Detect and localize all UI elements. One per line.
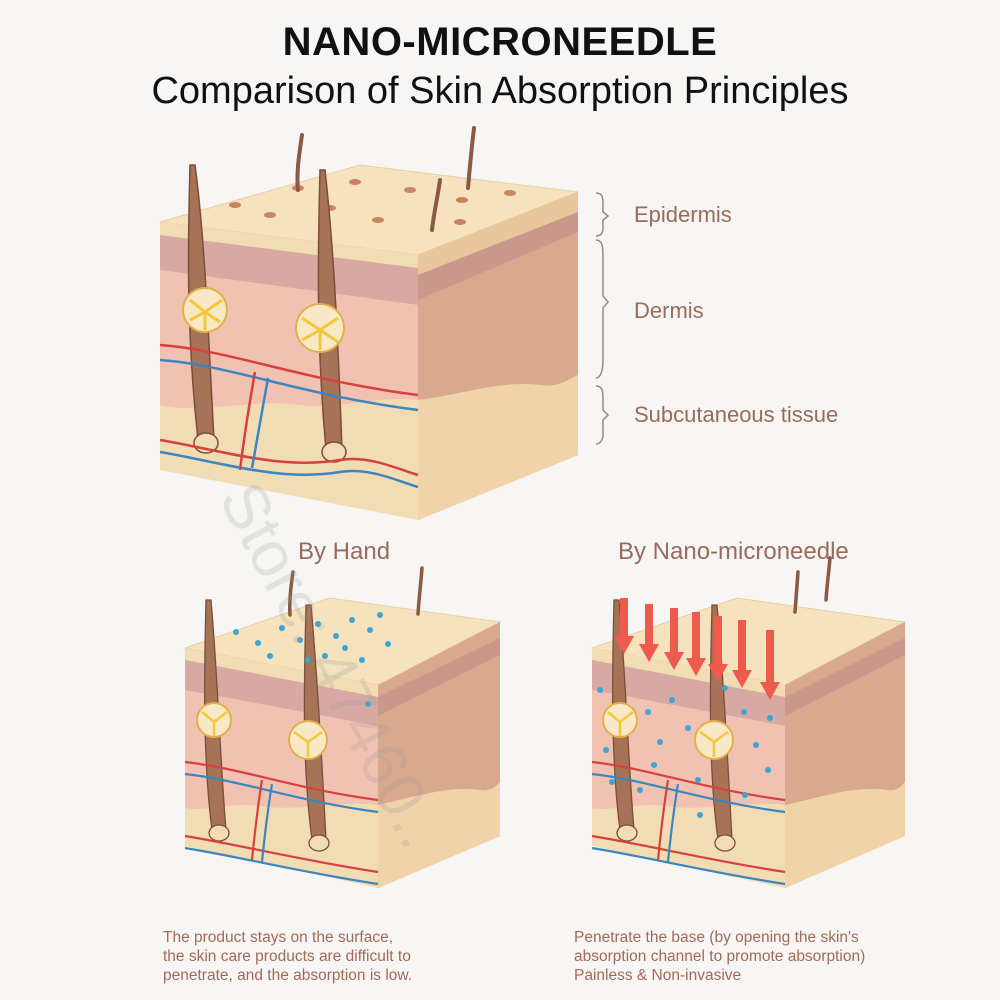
skin-block-by-needle: [590, 556, 907, 888]
caption-by-needle-line-1: Penetrate the base (by opening the skin'…: [574, 929, 859, 946]
caption-by-needle-line-2: absorption channel to promote absorption…: [574, 948, 866, 965]
label-dermis: Dermis: [634, 298, 704, 323]
caption-by-hand-line-1: The product stays on the surface,: [163, 929, 394, 946]
label-by-hand: By Hand: [298, 538, 391, 565]
page-subtitle: Comparison of Skin Absorption Principles: [151, 70, 849, 112]
caption-by-hand-line-3: penetrate, and the absorption is low.: [163, 967, 413, 984]
skin-block-by-hand: [183, 566, 502, 888]
page-title: NANO-MICRONEEDLE: [282, 20, 718, 64]
caption-by-needle-line-3: Painless & Non-invasive: [574, 967, 742, 984]
caption-by-hand-line-2: the skin care products are difficult to: [163, 948, 411, 965]
label-by-needle: By Nano-microneedle: [618, 538, 849, 565]
label-epidermis: Epidermis: [634, 202, 732, 227]
skin-block-main: [159, 126, 610, 520]
caption-by-needle: Penetrate the base (by opening the skin'…: [574, 928, 865, 985]
label-subcutaneous: Subcutaneous tissue: [634, 402, 839, 427]
caption-by-hand: The product stays on the surface, the sk…: [163, 928, 412, 985]
